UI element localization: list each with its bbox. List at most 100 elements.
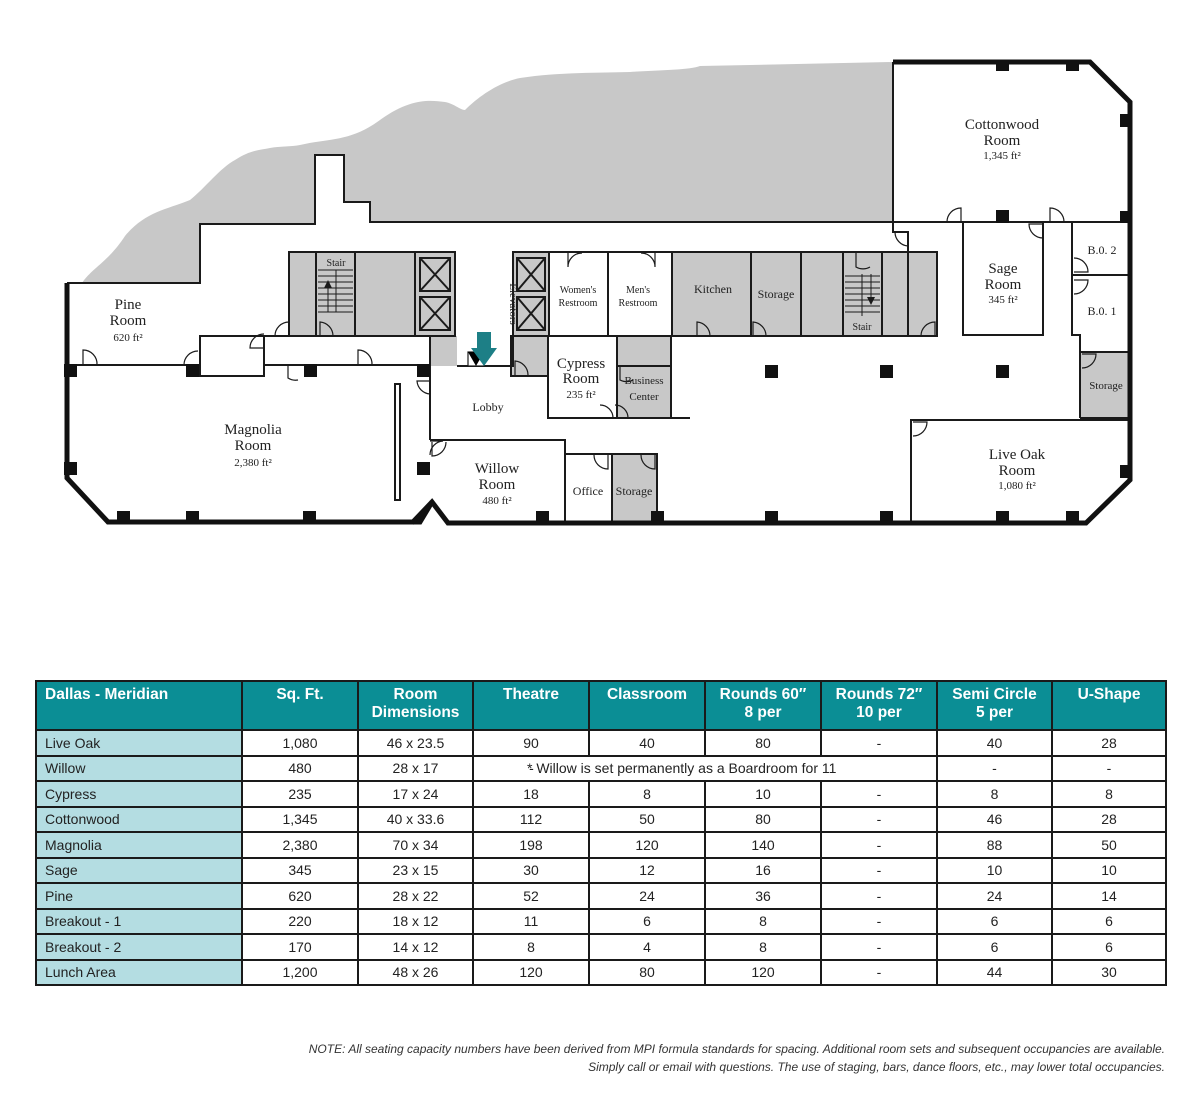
cell-classroom: 50 [588,805,706,833]
cell-u-shape: 28 [1051,805,1167,833]
cell-theatre: 90 [472,729,590,757]
room-label-magnolia: Magnolia Room 2,380 ft² [224,422,282,469]
svg-text:Room: Room [235,438,272,454]
cell-dims: 28 x 22 [357,882,474,910]
svg-text:Room: Room [999,463,1036,479]
cell-u-shape: 50 [1051,831,1167,859]
cell-semi-circle: 44 [936,958,1053,986]
svg-text:Live Oak: Live Oak [989,447,1046,463]
cell-theatre: 18 [472,780,590,808]
table-row: Breakout - 1 220 18 x 12 11 6 8 - 6 6 [35,907,1167,935]
room-label-live-oak: Live Oak Room 1,080 ft² [989,447,1046,492]
cell-rounds-72: - [820,831,938,859]
cell-rounds-72: - [820,882,938,910]
cell-sqft: 170 [241,933,359,961]
header-rounds-72: Rounds 72″10 per [820,680,938,731]
cell-rounds-72: - [820,933,938,961]
cell-u-shape: - [1051,754,1167,782]
door-swings [82,207,1097,470]
cell-theatre: 8 [472,933,590,961]
svg-text:Sage: Sage [988,261,1018,277]
room-label-willow: Willow Room 480 ft² [475,461,520,507]
cell-sqft: 1,080 [241,729,359,757]
cell-rounds-60: 8 [704,933,822,961]
cell-sqft: 345 [241,856,359,884]
cell-sqft: 235 [241,780,359,808]
lobby-label: Lobby [472,400,503,414]
svg-text:480 ft²: 480 ft² [482,495,512,507]
cell-semi-circle: 88 [936,831,1053,859]
table-row: Magnolia 2,380 70 x 34 198 120 140 - 88 … [35,831,1167,859]
svg-text:Room: Room [563,371,600,387]
stair-down-arrow-icon [867,297,875,305]
svg-text:Room: Room [985,277,1022,293]
cell-semi-circle: 6 [936,907,1053,935]
room-name: Lunch Area [35,958,243,986]
header-rounds-60: Rounds 60″8 per [704,680,822,731]
cell-rounds-60: 8 [704,907,822,935]
cell-rounds-60: 10 [704,780,822,808]
note-line-1: NOTE: All seating capacity numbers have … [308,1042,1165,1056]
storage-label: Storage [758,287,795,301]
svg-text:Room: Room [479,477,516,493]
svg-text:Pine: Pine [115,297,142,313]
cell-sqft: 1,345 [241,805,359,833]
cell-rounds-60: 80 [704,805,822,833]
cell-theatre: 120 [472,958,590,986]
cell-u-shape: 6 [1051,933,1167,961]
cell-semi-circle: - [936,754,1053,782]
breakout-2-label: B.0. 2 [1087,243,1116,257]
svg-text:Cottonwood: Cottonwood [965,117,1040,133]
header-venue: Dallas - Meridian [35,680,243,731]
cell-u-shape: 30 [1051,958,1167,986]
cell-semi-circle: 40 [936,729,1053,757]
cell-sqft: 1,200 [241,958,359,986]
cell-sqft: 620 [241,882,359,910]
room-label-sage: Sage Room 345 ft² [985,261,1022,306]
mens-restroom-label: Restroom [619,298,658,309]
header-u-shape: U-Shape [1051,680,1167,731]
svg-text:620 ft²: 620 ft² [113,332,143,344]
stair-label: Stair [853,322,873,333]
svg-text:345 ft²: 345 ft² [988,294,1018,306]
elevator-arrow-icon [471,332,497,366]
cell-rounds-72: - [820,907,938,935]
cell-u-shape: 10 [1051,856,1167,884]
cell-rounds-72: - [820,958,938,986]
mens-restroom-label: Men's [626,285,650,296]
cell-classroom: 6 [588,907,706,935]
header-classroom: Classroom [588,680,706,731]
svg-text:1,345 ft²: 1,345 ft² [983,150,1021,162]
cell-dims: 46 x 23.5 [357,729,474,757]
cell-classroom: 120 [588,831,706,859]
stair-up-arrow-icon [324,280,332,288]
svg-text:1,080 ft²: 1,080 ft² [998,480,1036,492]
cell-theatre: 52 [472,882,590,910]
exterior-landscape-area [82,62,893,283]
room-label-pine: Pine Room 620 ft² [110,297,147,344]
table-row: Sage 345 23 x 15 30 12 16 - 10 10 [35,856,1167,884]
cell-classroom: 24 [588,882,706,910]
table-row: Live Oak 1,080 46 x 23.5 90 40 80 - 40 2… [35,729,1167,757]
room-name: Pine [35,882,243,910]
cell-sqft: 220 [241,907,359,935]
structural-columns [64,60,1132,524]
business-center-label: Center [629,391,659,403]
svg-text:Room: Room [984,133,1021,149]
cell-u-shape: 6 [1051,907,1167,935]
svg-text:2,380 ft²: 2,380 ft² [234,457,272,469]
room-name: Cypress [35,780,243,808]
header-sqft: Sq. Ft. [241,680,359,731]
cell-semi-circle: 8 [936,780,1053,808]
elevator-entry [467,332,497,367]
svg-text:Cypress: Cypress [557,356,605,372]
cell-rounds-60: 36 [704,882,822,910]
cell-dims: 14 x 12 [357,933,474,961]
cell-theatre: 112 [472,805,590,833]
room-name: Breakout - 1 [35,907,243,935]
cell-classroom: 4 [588,933,706,961]
table-row: Pine 620 28 x 22 52 24 36 - 24 14 [35,882,1167,910]
cell-semi-circle: 10 [936,856,1053,884]
